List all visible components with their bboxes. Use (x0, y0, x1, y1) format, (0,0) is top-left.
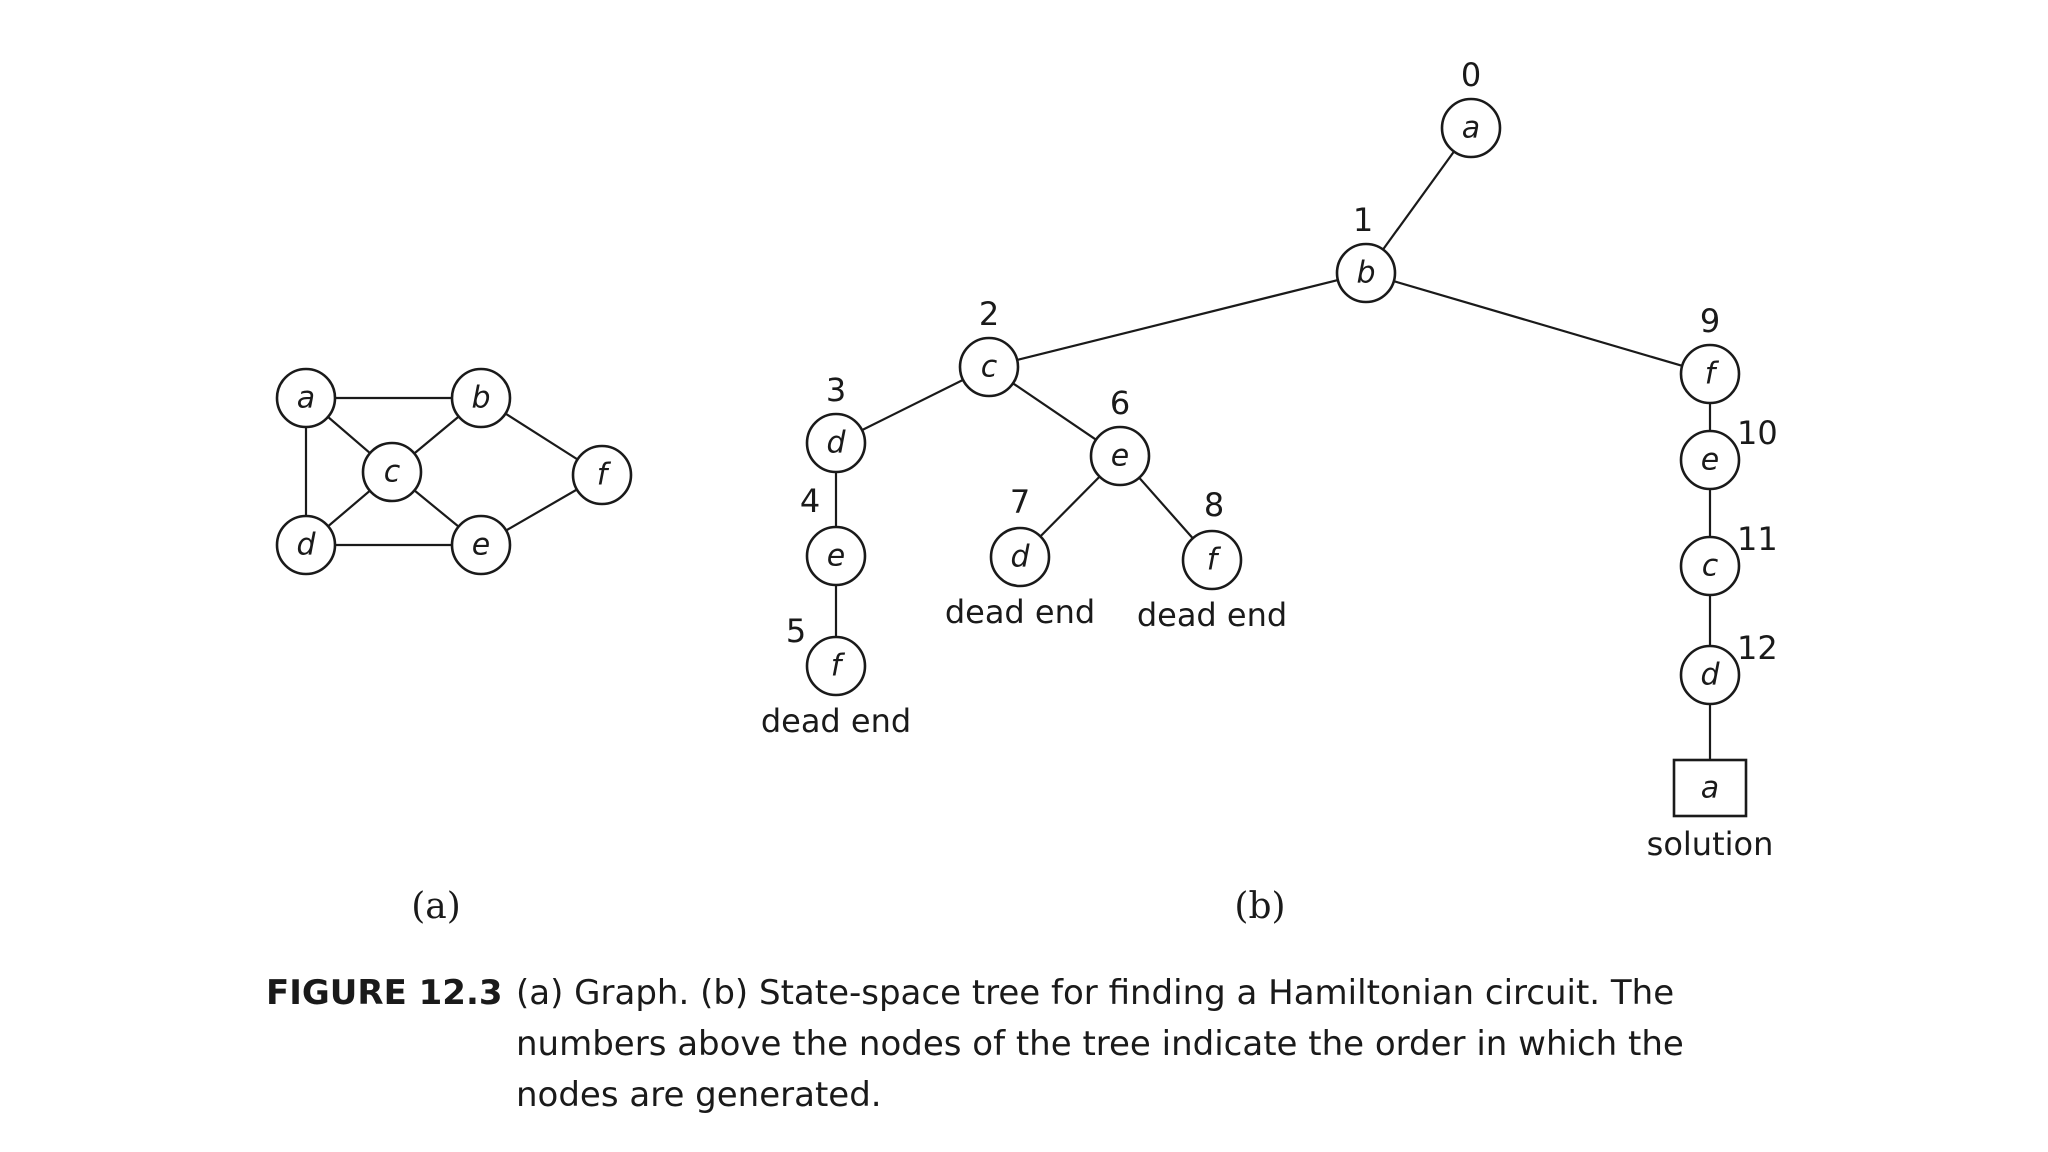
tree-node-label: a (1701, 771, 1719, 806)
graph-node-circle (571, 444, 633, 506)
tree-node-t2: c (958, 336, 1020, 398)
solution-note: solution (1647, 825, 1774, 863)
graph-node-label: d (296, 528, 316, 563)
tree-node-label: d (1010, 540, 1030, 575)
tree-node-label: d (1700, 658, 1720, 693)
graph-node-label: e (472, 528, 490, 563)
tree-order-number: 11 (1737, 520, 1778, 558)
tree-node-label: d (826, 426, 846, 461)
tree-order-number: 0 (1461, 56, 1481, 94)
tree-order-number: 12 (1737, 629, 1778, 667)
tree-node-circle (1089, 425, 1151, 487)
tree-node-circle (1679, 535, 1741, 597)
tree-node-label: c (1702, 549, 1719, 584)
tree-node-t0: a (1440, 97, 1502, 159)
tree-node-square (1672, 758, 1748, 818)
figure-caption: FIGURE 12.3 (a) Graph. (b) State-space t… (266, 968, 1766, 1121)
tree-order-number: 1 (1353, 201, 1373, 239)
tree-edge-t1-t9 (1393, 280, 1683, 367)
caption-label: FIGURE 12.3 (266, 973, 503, 1013)
graph-node-f: f (571, 444, 633, 506)
tree-node-circle (989, 526, 1051, 588)
tree-node-t7: d (989, 526, 1051, 588)
tree-node-label: e (1111, 439, 1129, 474)
caption-text: (a) Graph. (b) State-space tree for find… (516, 968, 1766, 1121)
graph-node-circle (450, 367, 512, 429)
tree-order-number: 2 (979, 295, 999, 333)
tree-edge-t6-t7 (1039, 475, 1101, 538)
dead-end-note: dead end (945, 593, 1095, 631)
tree-node-circle (1679, 644, 1741, 706)
graph-node-label: c (384, 455, 401, 490)
tree-order-number: 9 (1700, 302, 1720, 340)
caption-line: nodes are generated. (516, 1075, 882, 1115)
tree-node-t1: b (1335, 242, 1397, 304)
tree-order-number: 8 (1204, 486, 1224, 524)
graph-node-circle (275, 514, 337, 576)
tree-node-t9: f (1679, 343, 1741, 405)
tree-order-number: 3 (826, 371, 846, 409)
tree-nodes: a b c d e f e d f f e c d a (805, 97, 1748, 818)
graph-node-e: e (450, 514, 512, 576)
graph-nodes: a b c d e f (275, 367, 633, 576)
tree-node-circle (805, 525, 867, 587)
tree-node-label: a (1462, 111, 1480, 146)
tree-node-circle (1679, 429, 1741, 491)
tree-order-number: 6 (1110, 384, 1130, 422)
tree-node-circle (1181, 529, 1243, 591)
graph-edges (304, 396, 603, 547)
tree-node-t13: a (1672, 758, 1748, 818)
tree-order-number: 10 (1737, 414, 1778, 452)
caption-line: numbers above the nodes of the tree indi… (516, 1024, 1684, 1064)
graph-node-b: b (450, 367, 512, 429)
tree-edges (834, 150, 1712, 760)
graph-node-circle (361, 441, 423, 503)
tree-node-t10: e (1679, 429, 1741, 491)
tree-node-circle (805, 635, 867, 697)
graph-node-label: b (471, 381, 490, 416)
tree-node-t4: e (805, 525, 867, 587)
graph-node-a: a (275, 367, 337, 429)
tree-edge-t0-t1 (1382, 150, 1455, 251)
tree-order-number: 5 (786, 612, 806, 650)
graph-node-circle (450, 514, 512, 576)
tree-order-number: 4 (800, 482, 820, 520)
caption-line: (a) Graph. (b) State-space tree for find… (516, 973, 1675, 1013)
tree-node-t3: d (805, 412, 867, 474)
panel-label-a: (a) (411, 886, 461, 927)
dead-end-note: dead end (761, 702, 911, 740)
tree-node-t5: f (805, 635, 867, 697)
tree-node-label: e (827, 539, 845, 574)
tree-node-label: b (1356, 256, 1375, 291)
dead-end-note: dead end (1137, 596, 1287, 634)
graph-node-label: a (297, 381, 315, 416)
graph-node-c: c (361, 441, 423, 503)
panel-label-b: (b) (1234, 886, 1285, 927)
tree-node-circle (1679, 343, 1741, 405)
tree-order-number: 7 (1010, 483, 1030, 521)
tree-node-t6: e (1089, 425, 1151, 487)
tree-edge-t2-t6 (1012, 382, 1097, 441)
tree-node-label: c (981, 350, 998, 385)
tree-node-label: e (1701, 443, 1719, 478)
tree-node-circle (805, 412, 867, 474)
graph-node-d: d (275, 514, 337, 576)
tree-edge-t2-t3 (861, 378, 964, 432)
tree-edge-t6-t8 (1138, 476, 1194, 540)
tree-node-t8: f (1181, 529, 1243, 591)
tree-node-circle (1440, 97, 1502, 159)
graph-node-circle (275, 367, 337, 429)
tree-edge-t1-t2 (1016, 278, 1339, 362)
tree-node-circle (958, 336, 1020, 398)
tree-node-t11: c (1679, 535, 1741, 597)
graph-panel: a b c d e f (275, 367, 633, 576)
tree-node-t12: d (1679, 644, 1741, 706)
tree-node-circle (1335, 242, 1397, 304)
